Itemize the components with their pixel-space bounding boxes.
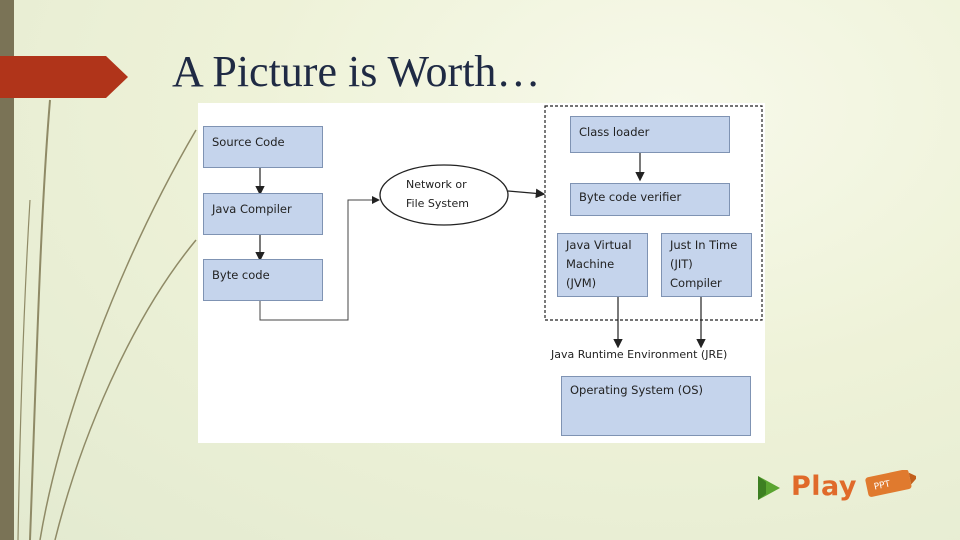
class-loader-box: Class loader: [570, 116, 730, 153]
jit-line1: Just In Time: [670, 238, 738, 252]
jvm-line2: Machine: [566, 257, 615, 271]
slide-title: A Picture is Worth…: [172, 47, 541, 96]
source-code-box: Source Code: [203, 126, 323, 168]
java-compiler-box: Java Compiler: [203, 193, 323, 235]
jit-box: Just In Time (JIT) Compiler: [661, 233, 752, 297]
play-ppt-logo: [758, 470, 916, 500]
jit-line3: Compiler: [670, 276, 722, 290]
byte-code-box: Byte code: [203, 259, 323, 301]
network-file-system-label: Network or File System: [406, 175, 469, 213]
decorative-stems: [17, 99, 197, 540]
jit-line2: (JIT): [670, 257, 693, 271]
diagram-connectors: [255, 105, 763, 349]
operating-system-box: Operating System (OS): [561, 376, 751, 436]
network-label-line2: File System: [406, 197, 469, 210]
jre-label: Java Runtime Environment (JRE): [551, 348, 728, 361]
network-label-line1: Network or: [406, 178, 467, 191]
jvm-line3: (JVM): [566, 276, 597, 290]
java-architecture-diagram: Source Code Java Compiler Byte code Netw…: [198, 103, 765, 443]
title-accent-tab: [0, 56, 128, 98]
jvm-box: Java Virtual Machine (JVM): [557, 233, 648, 297]
jvm-line1: Java Virtual: [566, 238, 632, 252]
play-logo-text: Play: [791, 471, 858, 502]
left-accent-bar: [0, 0, 14, 540]
byte-code-verifier-box: Byte code verifier: [570, 183, 730, 216]
